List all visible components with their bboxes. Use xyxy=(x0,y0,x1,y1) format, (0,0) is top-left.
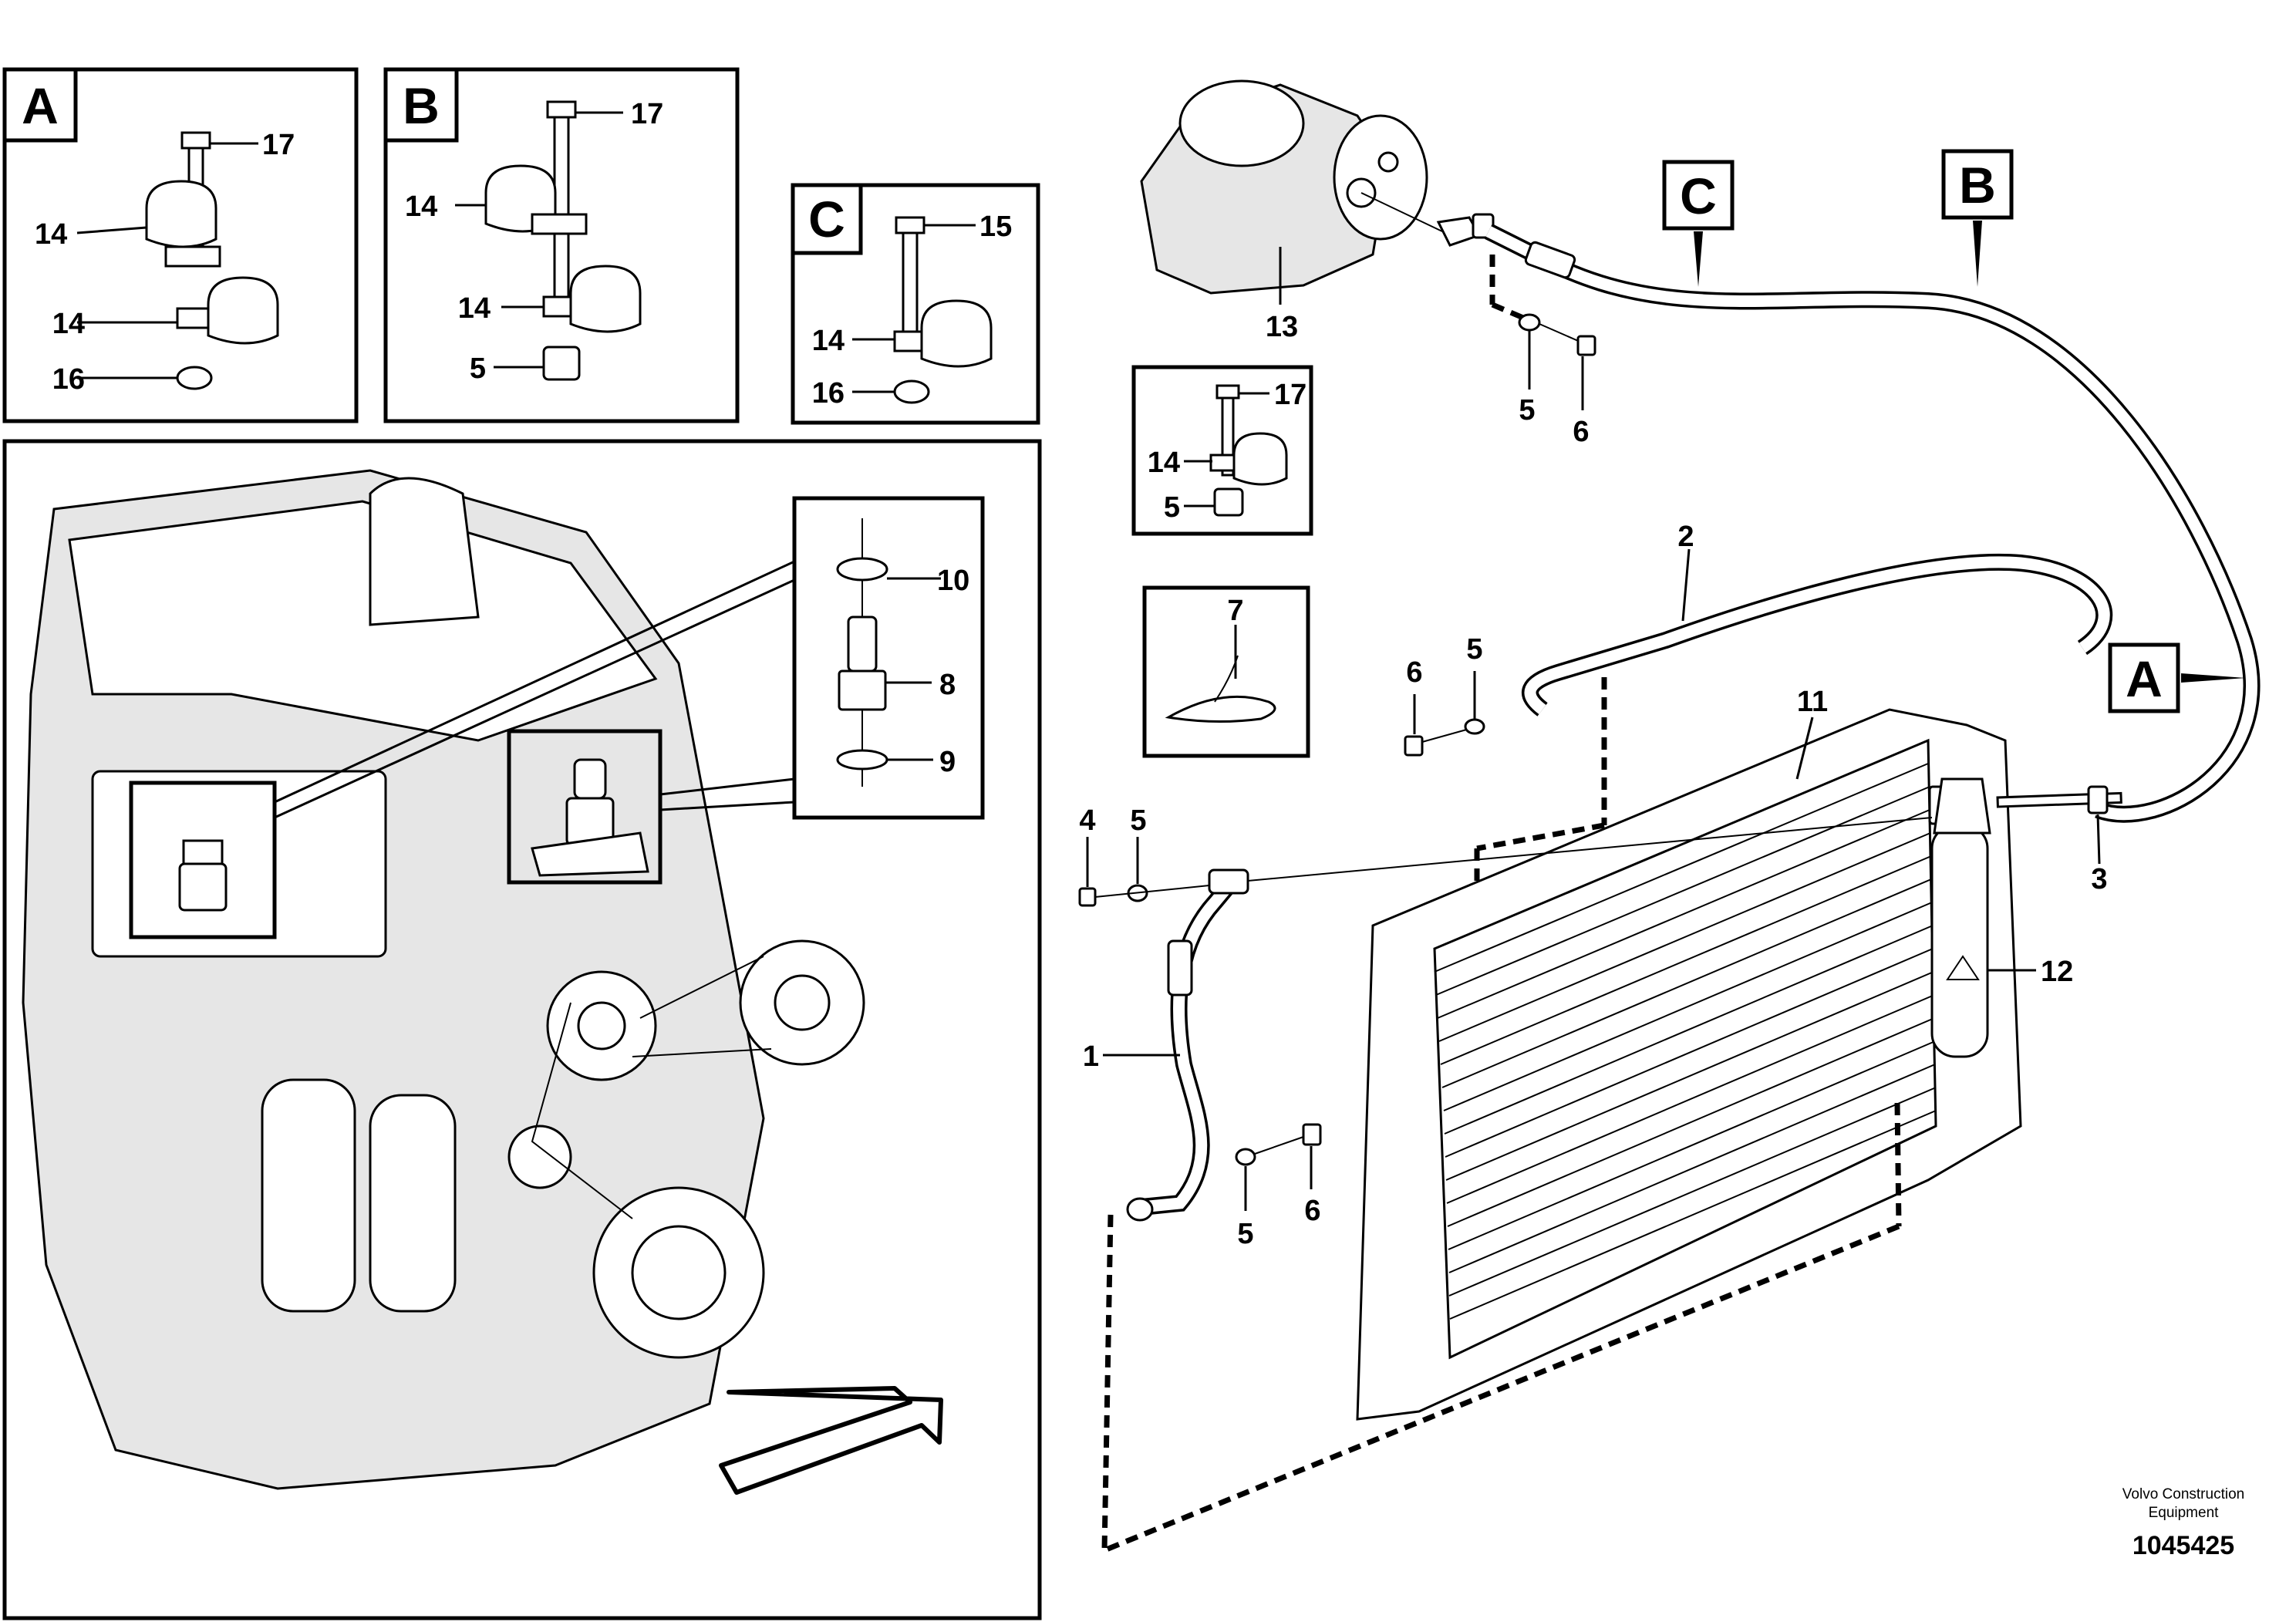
callout-5-clamp: 5 xyxy=(1164,491,1180,524)
hose-1-upper-fasteners: 4 5 xyxy=(1078,804,1210,907)
clamp-14-b-upper xyxy=(484,164,588,235)
compressor-fitting: 5 6 xyxy=(1436,213,1596,448)
callout-16-c: 16 xyxy=(812,377,845,410)
hose-2-fasteners: 6 5 xyxy=(1404,633,1485,757)
bolt-15-c xyxy=(895,216,925,335)
callout-14-b-upper: 14 xyxy=(405,191,437,223)
condenser: 11 xyxy=(1103,686,2022,1553)
receiver-drier: 12 3 xyxy=(1928,777,2122,1058)
hose-2: 2 xyxy=(1474,521,2113,887)
engine-inset-left xyxy=(129,781,277,939)
callout-12: 12 xyxy=(2041,956,2073,988)
callout-5-hose2: 5 xyxy=(1466,633,1482,666)
document-number: 1045425 xyxy=(2132,1531,2235,1560)
marker-b-letter: B xyxy=(1959,157,1996,214)
spacer-5-b xyxy=(542,346,581,381)
callout-5-hose1-lower: 5 xyxy=(1237,1218,1253,1250)
marker-a-letter: A xyxy=(2126,650,2163,707)
detail-panel-c: C 15 14 16 xyxy=(791,183,1040,425)
callout-4: 4 xyxy=(1079,804,1095,837)
detail-panel-b: B 17 14 14 5 xyxy=(383,67,740,423)
clamp-14-a-upper xyxy=(145,180,221,268)
nut-16-c xyxy=(893,379,930,404)
callout-9: 9 xyxy=(939,746,956,778)
detail-panel-a: A 17 14 14 16 xyxy=(2,67,359,423)
hose-1-lower-fasteners: 5 6 xyxy=(1235,1123,1322,1250)
engine-inset-right xyxy=(507,729,663,885)
callout-17-clamp: 17 xyxy=(1274,379,1306,411)
detail-panel-clamp: 17 14 5 xyxy=(1131,365,1313,536)
condenser-fins xyxy=(1434,763,1937,1320)
panel-c-letter: C xyxy=(808,191,845,248)
callout-3: 3 xyxy=(2091,863,2107,895)
callout-17-b: 17 xyxy=(631,98,663,130)
callout-17-a: 17 xyxy=(262,129,295,161)
callout-16-a: 16 xyxy=(52,363,85,396)
clamp-14-b-lower xyxy=(542,265,642,333)
compressor: 13 xyxy=(1140,79,1443,343)
clamp-14-a-lower xyxy=(176,276,279,345)
marker-a: A xyxy=(2108,642,2246,713)
callout-11: 11 xyxy=(1797,686,1828,718)
engine-block xyxy=(22,469,865,1490)
hose-1: 1 xyxy=(1083,817,1933,1551)
marker-c: C xyxy=(1662,160,1735,287)
discharge-hose xyxy=(1485,224,2261,823)
callout-10: 10 xyxy=(937,565,969,597)
callout-14-a-upper: 14 xyxy=(35,218,67,251)
callout-5-b: 5 xyxy=(470,352,486,385)
callout-14-clamp: 14 xyxy=(1148,447,1180,479)
detail-panel-cable-tie: 7 xyxy=(1142,585,1310,758)
callout-14-c: 14 xyxy=(812,325,845,357)
panel-a-letter: A xyxy=(22,77,59,134)
nut-16-a xyxy=(176,366,213,390)
callout-14-a-lower: 14 xyxy=(52,308,85,340)
clamp-14-c xyxy=(893,299,993,368)
callout-1: 1 xyxy=(1083,1040,1099,1073)
callout-15-c: 15 xyxy=(979,211,1012,243)
panel-b-letter: B xyxy=(403,77,440,134)
callout-5-hose1-upper: 5 xyxy=(1130,804,1146,837)
callout-5-compressor: 5 xyxy=(1519,394,1535,427)
callout-14-b-lower: 14 xyxy=(458,292,491,325)
engine-view-panel xyxy=(2,439,1042,1620)
callout-2: 2 xyxy=(1677,521,1694,553)
detail-panel-switch: 10 8 9 xyxy=(792,496,985,820)
callout-6-compressor: 6 xyxy=(1573,416,1589,448)
callout-13: 13 xyxy=(1266,311,1298,343)
view-arrow xyxy=(719,1386,943,1495)
callout-6-hose2: 6 xyxy=(1406,656,1422,689)
marker-c-letter: C xyxy=(1680,167,1717,224)
callout-8: 8 xyxy=(939,669,956,701)
marker-b: B xyxy=(1941,149,2014,287)
manufacturer-label: Volvo Construction Equipment xyxy=(2122,1486,2245,1521)
callout-7: 7 xyxy=(1227,595,1243,627)
callout-6-hose1-lower: 6 xyxy=(1304,1195,1320,1227)
